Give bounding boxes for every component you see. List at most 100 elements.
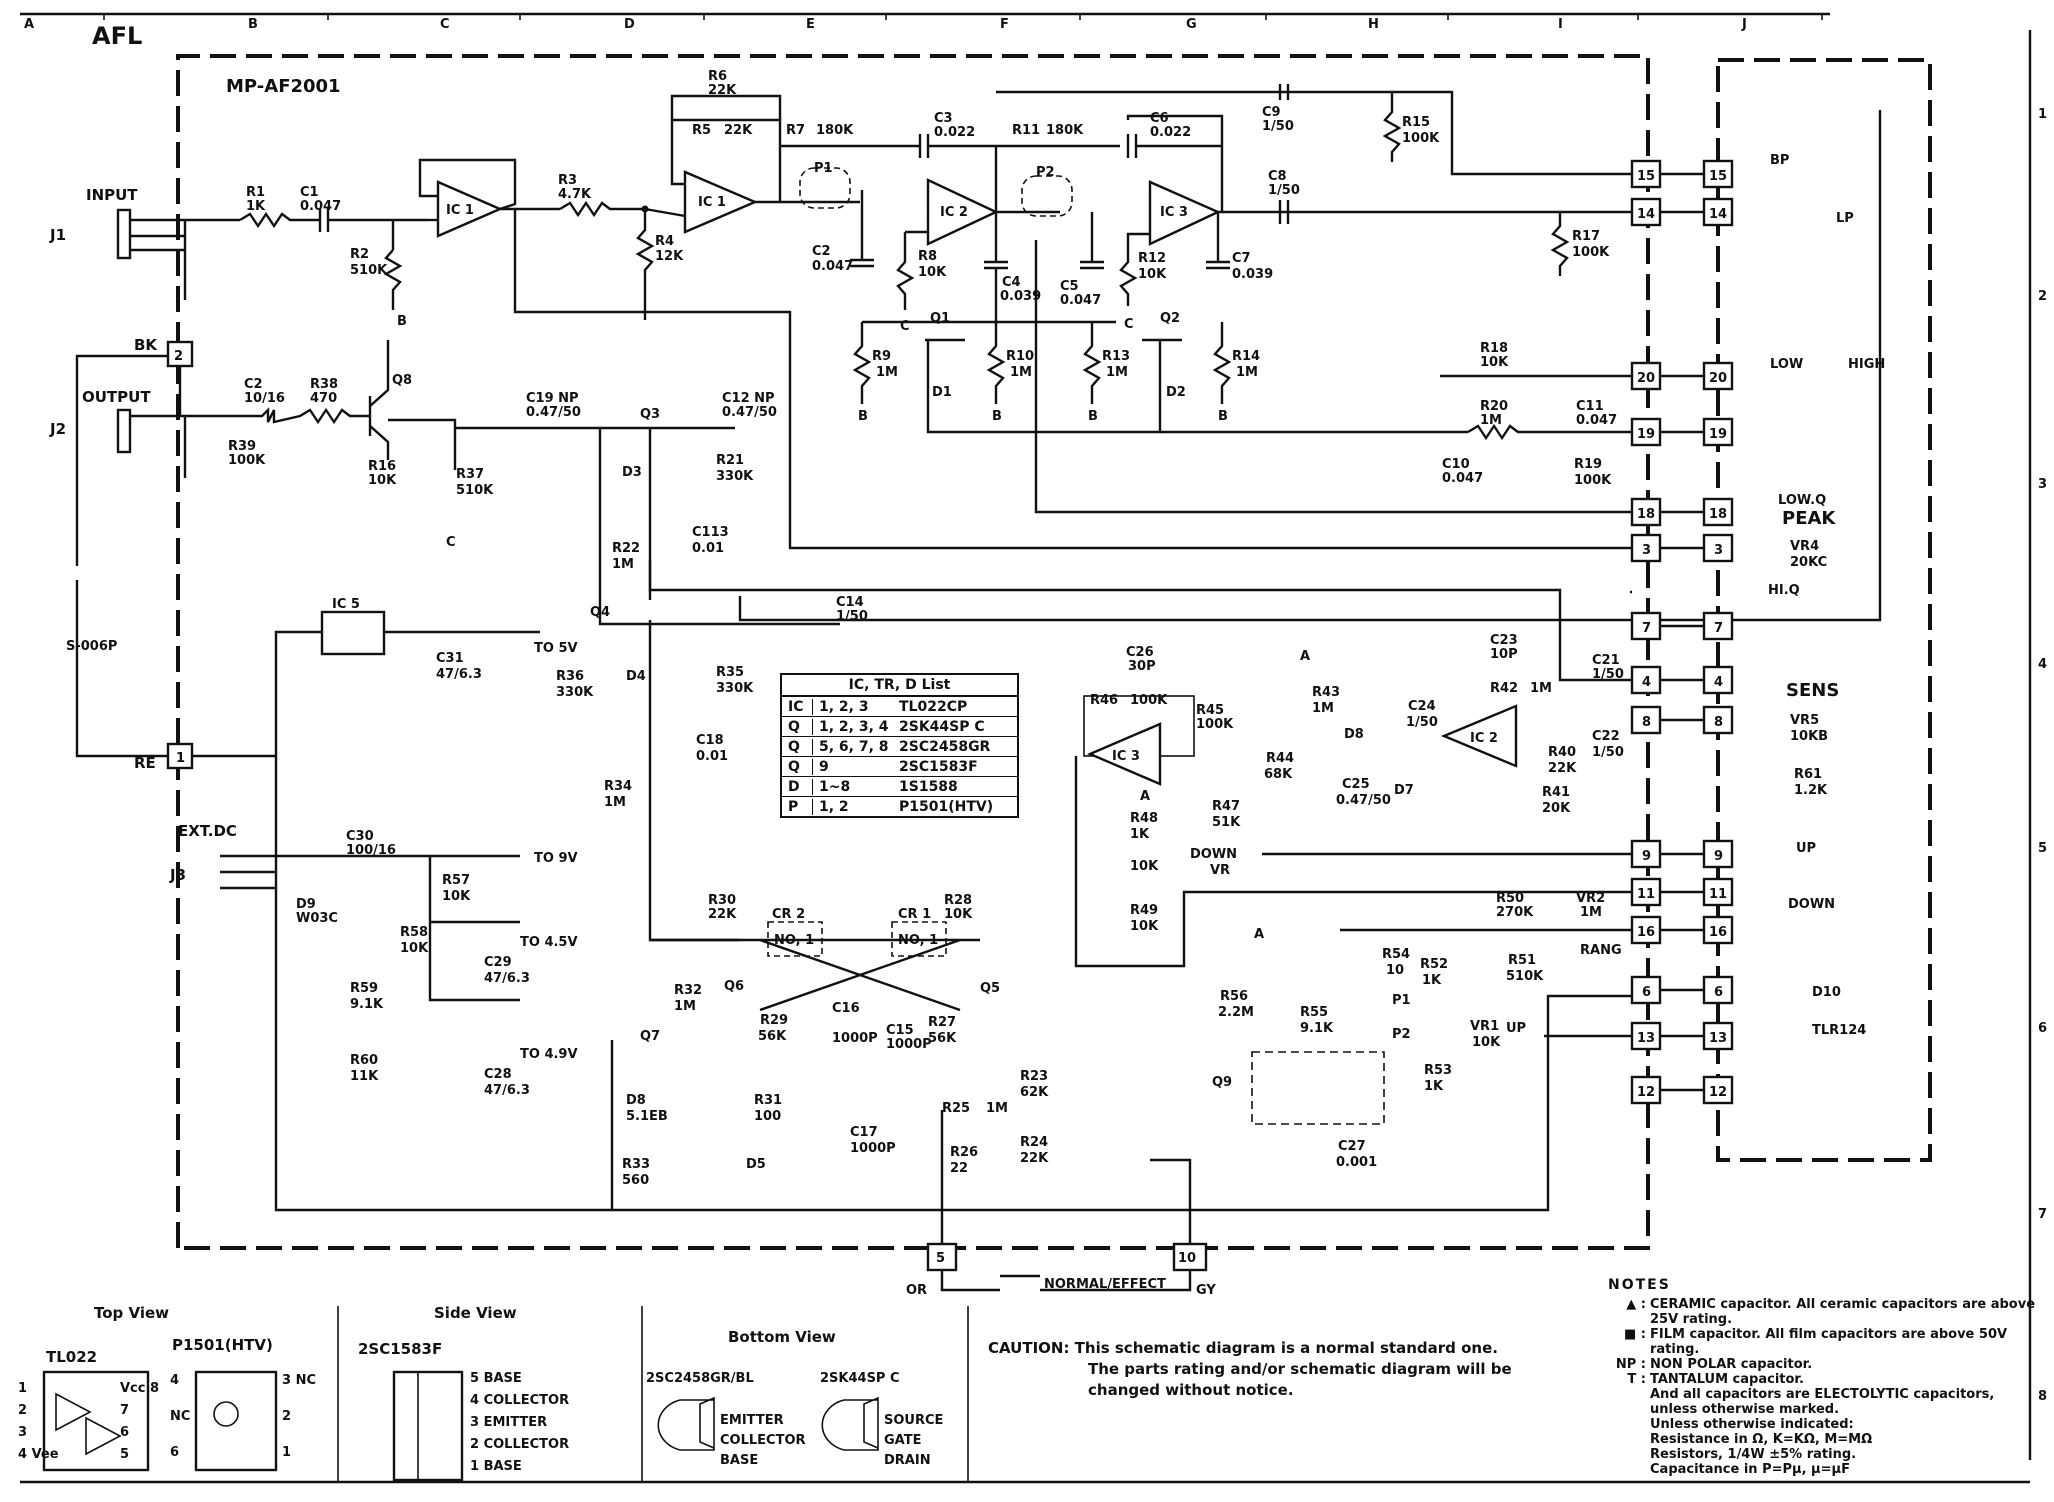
- notes-title: NOTES: [1608, 1277, 1671, 1293]
- c31-label: C31: [436, 651, 464, 666]
- grid-row-1: 1: [2038, 107, 2047, 122]
- conn-right-pin-12: 12: [1709, 1085, 1727, 1100]
- r1-value: 1K: [246, 199, 266, 214]
- c5-value: 0.047: [1060, 293, 1101, 308]
- r20-value: 1M: [1480, 413, 1502, 428]
- conn-left-pin-3: 3: [1642, 543, 1651, 558]
- r36-value: 330K: [556, 685, 594, 700]
- r34-label: R34: [604, 779, 632, 794]
- bottom-part2-pin-1: SOURCE: [884, 1413, 943, 1428]
- note-item: ■ : FILM capacitor. All film capacitors a…: [1608, 1327, 2038, 1357]
- d5-label: D5: [746, 1157, 766, 1172]
- ic1-filter-label: IC 1: [698, 195, 726, 210]
- c2-value: 0.047: [812, 259, 853, 274]
- c1-value: 0.047: [300, 199, 341, 214]
- sens-detector: C26 30P R46 100K IC 3 R45 100K A R43 1M …: [1074, 633, 1632, 968]
- r43-value: 1M: [1312, 701, 1334, 716]
- c18-label: C18: [696, 733, 724, 748]
- hi-q-label: HI.Q: [1768, 583, 1800, 598]
- r12-value: 10K: [1138, 267, 1167, 282]
- c22-label: C22: [1592, 729, 1620, 744]
- r51-label: R51: [1508, 953, 1536, 968]
- c22-value: 1/50: [1592, 745, 1624, 760]
- r31-label: R31: [754, 1093, 782, 1108]
- r18-value: 10K: [1480, 355, 1509, 370]
- r27-value: 56K: [928, 1031, 957, 1046]
- low-label: LOW: [1770, 357, 1803, 372]
- note-item: Resistors, 1/4W ±5% rating.: [1608, 1447, 2038, 1462]
- conn-right-pin-8: 8: [1714, 715, 1723, 730]
- r3-value: 4.7K: [558, 187, 592, 202]
- note-key: ■ :: [1623, 1327, 1646, 1342]
- c10-label: C10: [1442, 457, 1470, 472]
- r31-value: 100: [754, 1109, 781, 1124]
- ic5-label: IC 5: [332, 597, 360, 612]
- grid-row-2: 2: [2038, 289, 2047, 304]
- c21-label: C21: [1592, 653, 1620, 668]
- bottom-part2-label: 2SK44SP C: [820, 1371, 900, 1386]
- r22-value: 1M: [612, 557, 634, 572]
- c12-value: 0.47/50: [722, 405, 777, 420]
- bk-pin: 2: [174, 349, 183, 364]
- r41-label: R41: [1542, 785, 1570, 800]
- note-key: [1608, 1417, 1650, 1432]
- c3: C3 0.022: [918, 111, 996, 158]
- r5-label: R5: [692, 123, 711, 138]
- parts-list-cell: Q: [782, 718, 813, 735]
- grid-col-H: H: [1368, 17, 1379, 32]
- d4-label: D4: [626, 669, 646, 684]
- rang-label: RANG: [1580, 943, 1622, 958]
- conn-left-pin-13: 13: [1637, 1031, 1655, 1046]
- j1-label: J1: [49, 226, 66, 244]
- r37-label: R37: [456, 467, 484, 482]
- c19-label: C19 NP: [526, 391, 579, 406]
- caution-note: CAUTION: This schematic diagram is a nor…: [988, 1338, 1588, 1401]
- ic1-buffer-label: IC 1: [446, 203, 474, 218]
- c12-label: C12 NP: [722, 391, 775, 406]
- r23-value: 62K: [1020, 1085, 1049, 1100]
- vr1-label: VR1: [1470, 1019, 1499, 1034]
- down-vr-label: DOWN: [1190, 847, 1237, 862]
- grid-col-D: D: [624, 17, 635, 32]
- caution-line-1: CAUTION: This schematic diagram is a nor…: [988, 1339, 1498, 1357]
- r26-label: R26: [950, 1145, 978, 1160]
- r60-value: 11K: [350, 1069, 379, 1084]
- r27-label: R27: [928, 1015, 956, 1030]
- p2-label: P2: [1036, 165, 1055, 180]
- r37-rail: C: [446, 535, 456, 550]
- conn-left-pin-11: 11: [1637, 887, 1655, 902]
- r48-value: 1K: [1130, 827, 1150, 842]
- note-text: FILM capacitor. All film capacitors are …: [1650, 1327, 2008, 1357]
- r8-label: R8: [918, 249, 937, 264]
- note-text: Unless otherwise indicated:: [1650, 1417, 1854, 1432]
- c29-value: 47/6.3: [484, 971, 530, 986]
- note-key: [1608, 1432, 1650, 1447]
- caution-line-2: The parts rating and/or schematic diagra…: [1088, 1360, 1512, 1378]
- c23-label: C23: [1490, 633, 1518, 648]
- conn-left-pin-7: 7: [1642, 621, 1651, 636]
- r4-value: 12K: [655, 249, 684, 264]
- c8-r17: C8 1/50 R17 100K: [1268, 169, 1610, 276]
- r19-label: R19: [1574, 457, 1602, 472]
- conn-left-pin-8: 8: [1642, 715, 1651, 730]
- up-label: UP: [1796, 841, 1816, 856]
- to-4-5v-label: TO 4.5V: [520, 935, 578, 950]
- lp-label: LP: [1836, 211, 1854, 226]
- bottom-view-label: Bottom View: [728, 1328, 836, 1346]
- vr5-label: VR5: [1790, 713, 1819, 728]
- conn-right-pin-11: 11: [1709, 887, 1727, 902]
- r33-value: 560: [622, 1173, 649, 1188]
- r13-label: R13: [1102, 349, 1130, 364]
- cr2-label: CR 2: [772, 907, 805, 922]
- r56-label: R56: [1220, 989, 1248, 1004]
- r28-value: 10K: [944, 907, 973, 922]
- r41-value: 20K: [1542, 801, 1571, 816]
- r13-rail: B: [1088, 409, 1098, 424]
- r12-label: R12: [1138, 251, 1166, 266]
